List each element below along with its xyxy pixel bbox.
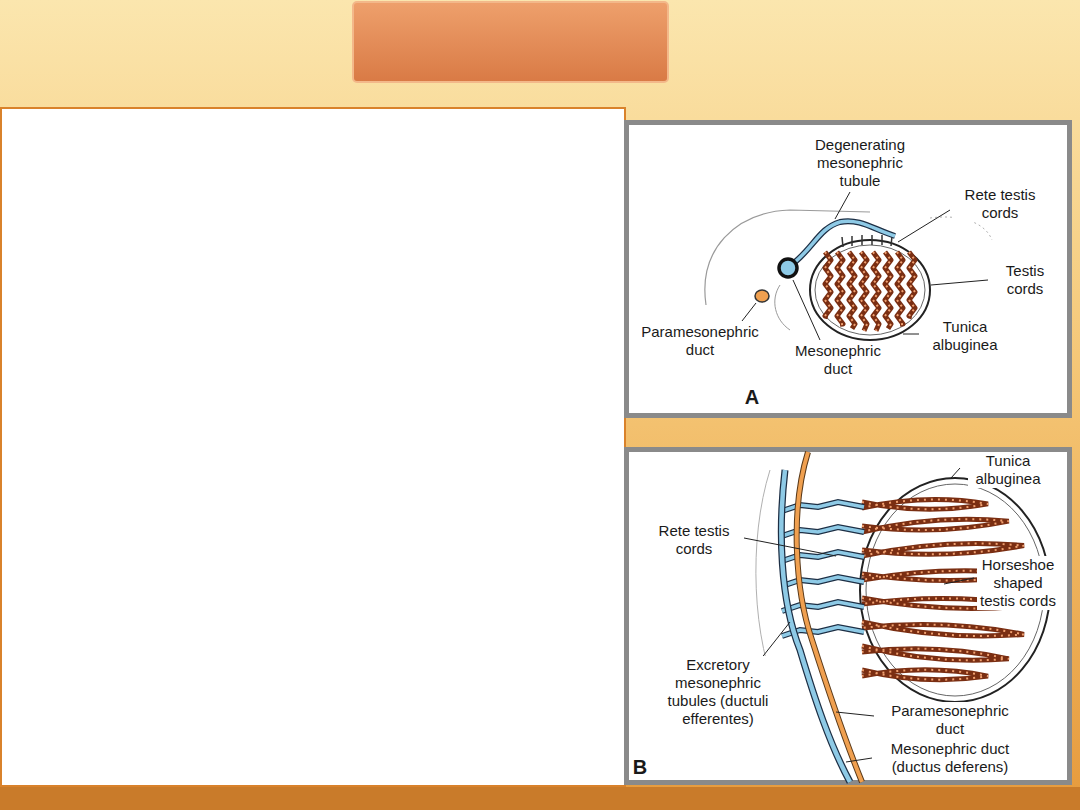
part-label: Tunica albuginea (968, 452, 1048, 488)
text-panel (1, 108, 625, 786)
part-label: Horseshoe shaped testis cords (977, 556, 1059, 610)
figure-frame (627, 123, 1070, 416)
part-label: Tunica albuginea (925, 318, 1005, 354)
part-label: Excretory mesonephric tubules (ductuli e… (651, 656, 785, 728)
figure-letter: A (741, 386, 763, 409)
figure-frame (627, 450, 1070, 783)
part-label: Paramesonephric duct (636, 323, 764, 359)
part-label: Mesonephric duct (788, 342, 888, 378)
figure-b (744, 452, 1050, 782)
bottom-band (0, 787, 1080, 810)
part-label: Mesonephric duct (ductus deferens) (880, 740, 1020, 776)
part-label: Rete testis cords (955, 186, 1045, 222)
title-box (353, 2, 668, 82)
figure-letter: B (629, 756, 651, 779)
part-label: Degenerating mesonephric tubule (805, 136, 915, 190)
part-label: Rete testis cords (649, 522, 739, 558)
part-label: Paramesonephric duct (886, 702, 1014, 738)
part-label: Testis cords (995, 262, 1055, 298)
